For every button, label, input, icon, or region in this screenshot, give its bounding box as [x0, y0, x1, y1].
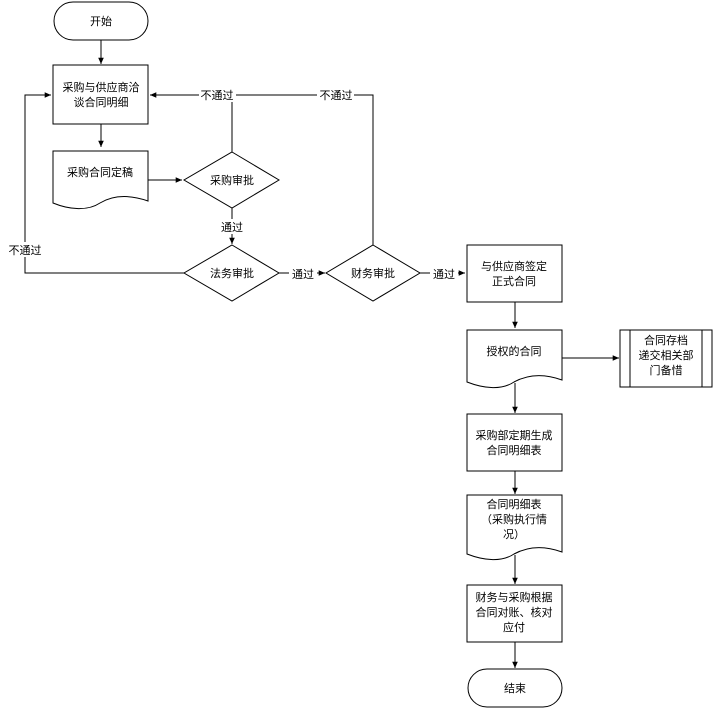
node-purchase-review: 采购审批	[183, 151, 280, 209]
node-archive-line3: 门备惜	[650, 363, 683, 377]
node-reconcile-line3: 应付	[503, 620, 525, 634]
node-draft-label: 采购合同定稿	[67, 165, 133, 179]
label-pass-legal: 通过	[292, 268, 314, 281]
node-archive-line2: 递交相关部	[639, 348, 694, 362]
node-legal-review: 法务审批	[183, 244, 280, 302]
node-generate: 采购部定期生成 合同明细表	[466, 413, 563, 472]
node-generate-line2: 合同明细表	[487, 443, 542, 457]
label-pass-finance: 通过	[433, 268, 455, 281]
edge-finance-review-reject	[235, 94, 374, 245]
connectors	[24, 40, 619, 668]
node-authorized-label: 授权的合同	[487, 344, 542, 358]
node-archive-line1: 合同存档	[644, 333, 688, 347]
node-draft: 采购合同定稿	[52, 150, 149, 210]
edge-purchase-review-reject	[150, 92, 233, 152]
node-detail: 合同明细表 （采购执行情 况）	[466, 494, 563, 561]
node-authorized: 授权的合同	[466, 329, 563, 389]
node-detail-line2: （采购执行情	[481, 512, 547, 526]
node-generate-line1: 采购部定期生成	[476, 428, 553, 442]
node-detail-line3: 况）	[503, 528, 525, 541]
node-reconcile-line2: 合同对账、核对	[476, 605, 553, 619]
node-negotiate: 采购与供应商洽 谈合同明细	[52, 64, 149, 125]
label-reject-finance: 不通过	[320, 89, 353, 102]
node-finance-review-label: 财务审批	[351, 266, 395, 280]
node-reconcile: 财务与采购根据 合同对账、核对 应付	[466, 584, 563, 643]
label-reject-purchase: 不通过	[201, 89, 234, 102]
node-detail-line1: 合同明细表	[487, 497, 542, 511]
node-legal-review-label: 法务审批	[210, 266, 254, 280]
label-pass-purchase: 通过	[221, 221, 243, 234]
node-sign-line2: 正式合同	[492, 274, 536, 288]
node-negotiate-line1: 采购与供应商洽	[63, 80, 140, 94]
node-reconcile-line1: 财务与采购根据	[476, 590, 553, 604]
node-purchase-review-label: 采购审批	[210, 173, 254, 187]
label-reject-legal: 不通过	[9, 244, 42, 257]
edge-labels: 不通过 不通过 不通过 通过 通过 通过	[5, 87, 458, 281]
node-end: 结束	[467, 668, 563, 708]
node-archive: 合同存档 递交相关部 门备惜	[619, 329, 713, 388]
node-negotiate-line2: 谈合同明细	[74, 95, 129, 109]
edge-legal-review-reject	[24, 92, 185, 274]
node-end-label: 结束	[504, 682, 526, 695]
node-finance-review: 财务审批	[325, 244, 421, 302]
node-sign: 与供应商签定 正式合同	[466, 244, 563, 303]
node-sign-line1: 与供应商签定	[481, 259, 547, 273]
node-start-label: 开始	[90, 14, 112, 28]
node-start: 开始	[53, 1, 149, 41]
